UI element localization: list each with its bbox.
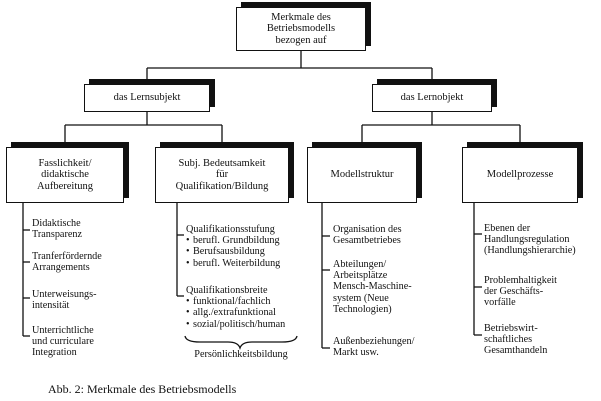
group-title: Qualifikationsbreite (186, 285, 268, 296)
list-item: Tranferfördernde Arrangements (32, 251, 102, 274)
list-item: Unterrichtliche und curriculare Integrat… (32, 325, 94, 359)
category-modellprozesse: Modellprozesse (462, 147, 578, 203)
lernsubjekt-box: das Lernsubjekt (84, 84, 210, 112)
list-item: Abteilungen/ Arbeitsplätze Mensch-Maschi… (333, 259, 412, 315)
group-title: Qualifikationsstufung (186, 224, 275, 235)
bullet-item: berufl. Grundbildung (186, 235, 280, 246)
lernobjekt-label: das Lernobjekt (400, 92, 464, 104)
bullet-item: berufl. Weiterbildung (186, 258, 280, 269)
qualifikationsbreite-group: Qualifikationsbreite funktional/fachlich… (186, 285, 285, 330)
bullet-item: sozial/politisch/human (186, 319, 285, 330)
list-item: Außenbeziehungen/ Markt usw. (333, 336, 415, 359)
brace (184, 335, 298, 351)
list-item: Problemhaltigkeit der Geschäfts- vorfäll… (484, 275, 557, 309)
lernobjekt-box: das Lernobjekt (372, 84, 492, 112)
category-modellstruktur-label: Modellstruktur (330, 169, 394, 181)
category-fasslichkeit: Fasslichkeit/ didaktische Aufbereitung (6, 147, 124, 203)
brace-label: Persönlichkeitsbildung (194, 349, 288, 360)
qualifikationsstufung-group: Qualifikationsstufung berufl. Grundbildu… (186, 224, 280, 269)
bullet-item: allg./extrafunktional (186, 307, 285, 318)
category-bedeutsamkeit-line: für (215, 169, 229, 181)
list-item: Unterweisungs- intensität (32, 289, 97, 312)
category-fasslichkeit-line: didaktische (41, 169, 89, 181)
bullet-item: funktional/fachlich (186, 296, 285, 307)
category-modellprozesse-label: Modellprozesse (486, 169, 554, 181)
root-box: Merkmale des Betriebsmodells bezogen auf (236, 7, 366, 51)
category-modellstruktur: Modellstruktur (307, 147, 417, 203)
category-fasslichkeit-line: Fasslichkeit/ (38, 157, 92, 169)
list-item: Betriebswirt- schaftliches Gesamthandeln (484, 323, 548, 357)
category-bedeutsamkeit-line: Subj. Bedeutsamkeit (178, 157, 266, 169)
lernsubjekt-label: das Lernsubjekt (113, 92, 181, 104)
category-bedeutsamkeit-line: Qualifikation/Bildung (175, 180, 269, 192)
figure-caption: Abb. 2: Merkmale des Betriebsmodells (48, 382, 237, 396)
bullet-item: Berufsausbildung (186, 246, 280, 257)
list-item: Didaktische Transparenz (32, 218, 82, 241)
category-fasslichkeit-line: Aufbereitung (37, 180, 93, 192)
category-bedeutsamkeit: Subj. Bedeutsamkeit für Qualifikation/Bi… (155, 147, 289, 203)
root-text: Merkmale des Betriebsmodells bezogen auf (266, 11, 336, 46)
list-item: Organisation des Gesamtbetriebes (333, 224, 402, 247)
list-item: Ebenen der Handlungsregulation (Handlung… (484, 223, 576, 257)
